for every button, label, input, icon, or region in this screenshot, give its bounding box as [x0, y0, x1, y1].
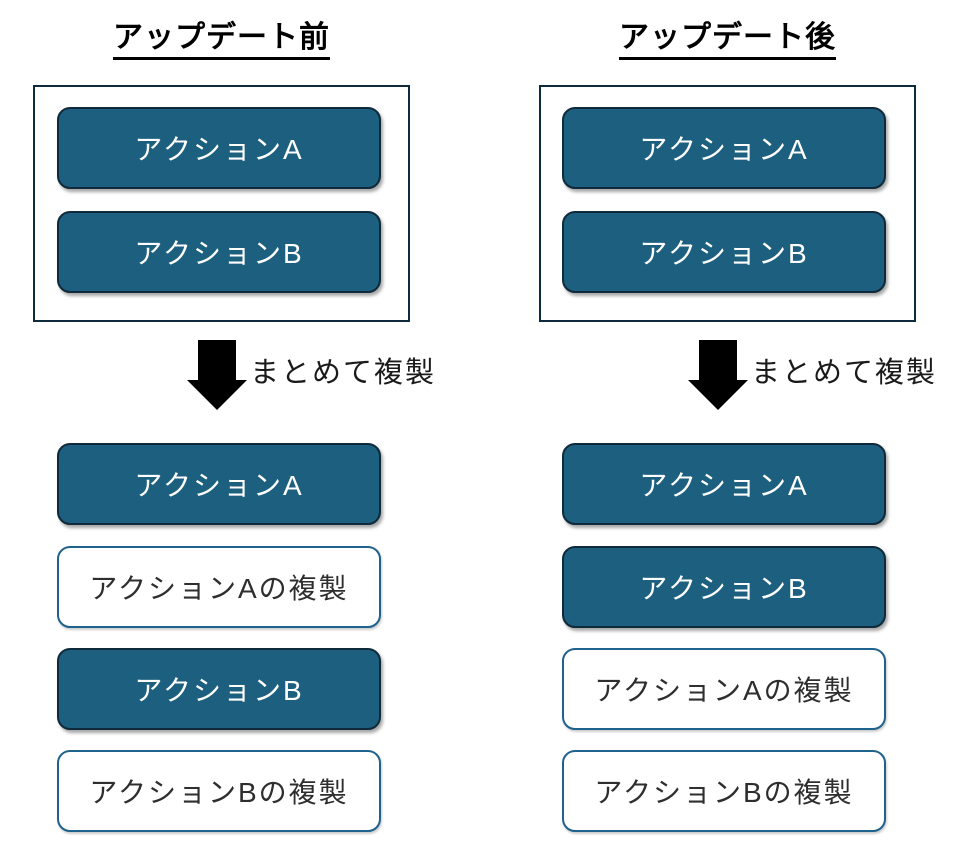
- down-arrow-shape: [688, 340, 748, 410]
- action-box-label: アクションBの複製: [89, 777, 349, 808]
- action-box: アクションA: [57, 107, 381, 189]
- action-box-label: アクションAの複製: [594, 675, 854, 706]
- action-box-label: アクションBの複製: [594, 777, 854, 808]
- action-box: アクションBの複製: [57, 750, 381, 832]
- column-heading-before: アップデート前: [33, 12, 410, 60]
- action-box: アクションAの複製: [562, 648, 886, 730]
- action-box-label: アクションA: [134, 134, 304, 165]
- action-box-label: アクションB: [639, 573, 809, 604]
- action-box-label: アクションB: [639, 238, 809, 269]
- action-box-label: アクションB: [134, 238, 304, 269]
- action-box: アクションB: [562, 546, 886, 628]
- action-box: アクションAの複製: [57, 546, 381, 628]
- down-arrow-icon: [688, 340, 748, 410]
- action-box: アクションA: [562, 443, 886, 525]
- action-box: アクションB: [57, 211, 381, 293]
- action-box: アクションBの複製: [562, 750, 886, 832]
- column-heading-before-text: アップデート前: [113, 21, 330, 60]
- action-box: アクションB: [562, 211, 886, 293]
- action-box-label: アクションA: [134, 470, 304, 501]
- down-arrow-shape: [187, 340, 247, 410]
- action-box: アクションB: [57, 648, 381, 730]
- arrow-label-after: まとめて複製: [751, 357, 938, 389]
- action-box-label: アクションB: [134, 675, 304, 706]
- action-box-label: アクションAの複製: [89, 573, 349, 604]
- action-box-label: アクションA: [639, 134, 809, 165]
- column-heading-after-text: アップデート後: [619, 21, 836, 60]
- down-arrow-icon: [187, 340, 247, 410]
- arrow-label-before: まとめて複製: [250, 357, 437, 389]
- action-box-label: アクションA: [639, 470, 809, 501]
- action-box: アクションA: [57, 443, 381, 525]
- action-box: アクションA: [562, 107, 886, 189]
- column-heading-after: アップデート後: [539, 12, 916, 60]
